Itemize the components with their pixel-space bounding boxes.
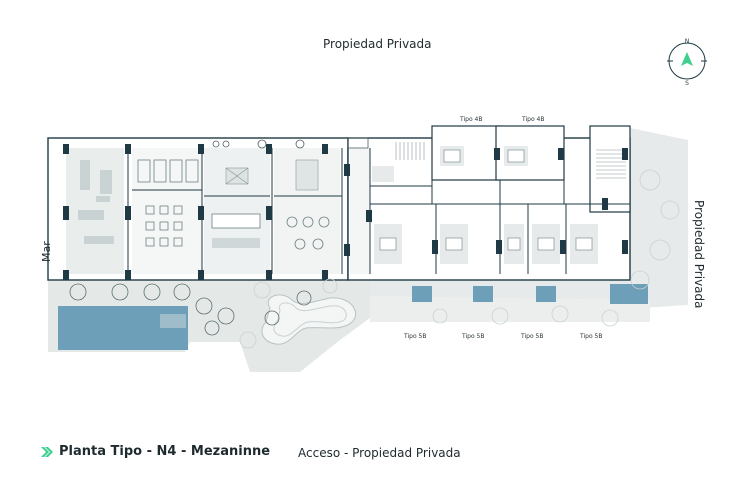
- access-label: Acceso - Propiedad Privada: [298, 446, 461, 460]
- unit-type-label: Tipo 5B: [462, 333, 485, 340]
- top-details: [212, 137, 369, 149]
- umbrellas: [69, 283, 312, 336]
- cowork-furniture: [286, 159, 330, 250]
- right-property-label: Propiedad Privada: [692, 200, 706, 309]
- unit-type-label: Tipo 4B: [460, 116, 483, 123]
- corridor: [350, 148, 370, 274]
- unit-type-label: Tipo 4B: [522, 116, 545, 123]
- compass-south: S: [685, 80, 689, 86]
- stairs: [395, 142, 626, 179]
- landscape-area-bottom: [370, 296, 650, 322]
- compass-north: N: [685, 38, 690, 45]
- compass-icon: N S: [667, 38, 707, 87]
- unit-type-label: Tipo 5B: [404, 333, 427, 340]
- palm-trees: [239, 169, 680, 349]
- compass: N S: [665, 36, 709, 87]
- tower-stair: [589, 125, 631, 213]
- lounge-furniture: [211, 167, 261, 248]
- unit-type-label: Tipo 5B: [580, 333, 603, 340]
- room-spa: [132, 148, 202, 274]
- columns: [63, 144, 628, 280]
- double-chevron-icon: [41, 446, 53, 457]
- spa-beds: [137, 159, 199, 247]
- pool-left-deck: [160, 314, 186, 328]
- gym-equipment: [78, 160, 114, 244]
- pool-organic: [261, 294, 357, 345]
- plan-title-block: Planta Tipo - N4 - Mezaninne: [40, 444, 270, 459]
- unit-type-label: Tipo 5B: [521, 333, 544, 340]
- pool-organic-inner: [273, 302, 347, 337]
- top-property-label: Propiedad Privada: [323, 37, 432, 51]
- plan-title: Planta Tipo - N4 - Mezaninne: [59, 444, 271, 459]
- sea-label: Mar: [40, 241, 53, 262]
- terrace-pools: [412, 284, 648, 304]
- room-lounge: [204, 148, 270, 274]
- apartment-beds: [379, 149, 593, 251]
